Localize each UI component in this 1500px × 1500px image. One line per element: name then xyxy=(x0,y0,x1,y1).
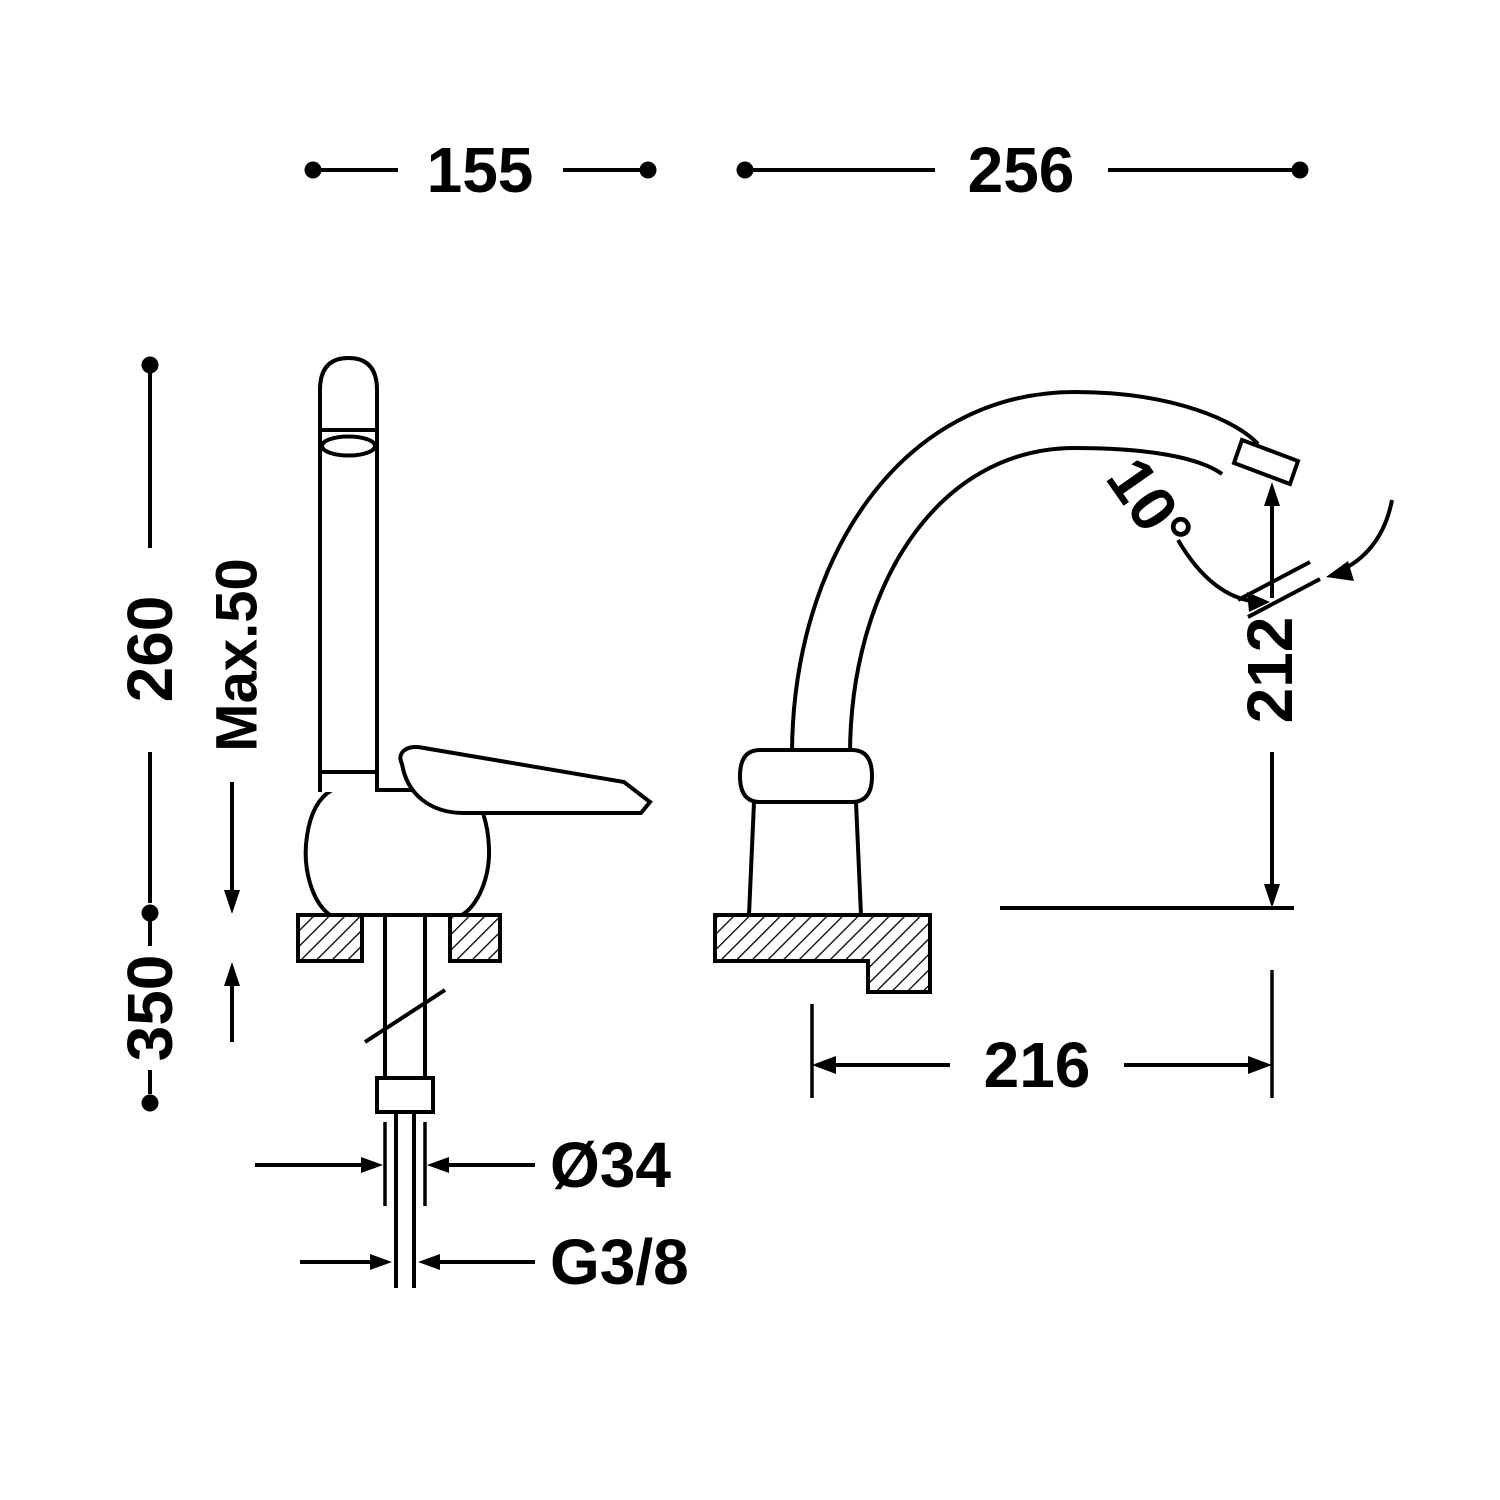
dim-350-dot-bottom xyxy=(141,1094,159,1112)
dim-256-label: 256 xyxy=(968,134,1075,206)
arrowhead-up xyxy=(224,962,240,986)
arrowhead-left xyxy=(418,1254,440,1270)
dim-155-label: 155 xyxy=(427,134,534,206)
arrowhead-arc-right xyxy=(1326,561,1354,581)
counter-section-side xyxy=(713,913,932,994)
arrowhead-down xyxy=(224,890,240,914)
dim-thread-g38-label: G3/8 xyxy=(550,1226,689,1298)
spout-ring-ellipse xyxy=(320,434,377,458)
dim-diameter-34-label: Ø34 xyxy=(550,1129,671,1201)
arrowhead-down xyxy=(1264,884,1280,908)
angle-tick-2 xyxy=(1247,577,1321,619)
faucet-side-view xyxy=(713,389,1301,994)
counter-section-front-left xyxy=(296,913,364,963)
dim-216-label: 216 xyxy=(984,1029,1091,1101)
break-line xyxy=(363,988,447,1044)
dim-256-dot-left xyxy=(736,161,754,179)
faucet-body-side xyxy=(746,800,864,917)
dim-155-dot-left xyxy=(304,161,322,179)
arrowhead-right xyxy=(1248,1056,1272,1074)
dim-thread-g38: G3/8 xyxy=(300,1226,689,1298)
shank-nut xyxy=(375,1076,435,1114)
dim-212-label: 212 xyxy=(1234,617,1306,724)
dim-260: 260 xyxy=(114,356,186,922)
arrowhead-right xyxy=(370,1254,392,1270)
dim-155: 155 xyxy=(304,134,657,206)
dim-diameter-34: Ø34 xyxy=(255,1122,671,1206)
counter-section-front-right xyxy=(448,913,502,963)
dim-260-label: 260 xyxy=(114,596,186,703)
dim-350-label: 350 xyxy=(114,955,186,1062)
dim-max50-label: Max.50 xyxy=(205,558,270,751)
spout-inner-curve xyxy=(848,445,1224,756)
arrowhead-left xyxy=(812,1056,836,1074)
faucet-handle-side xyxy=(737,748,875,804)
dim-212: 212 xyxy=(1000,482,1306,910)
dim-256: 256 xyxy=(736,134,1309,206)
dim-216: 216 xyxy=(810,970,1274,1101)
dim-max50: Max.50 xyxy=(205,558,270,1042)
spout-outer-curve xyxy=(790,389,1260,756)
spout-outlet-tip xyxy=(1231,437,1301,487)
arrowhead-left xyxy=(427,1157,449,1173)
dim-260-dot-bottom xyxy=(141,904,159,922)
faucet-handle-front xyxy=(398,745,653,815)
dim-155-dot-right xyxy=(639,161,657,179)
dim-350: 350 xyxy=(114,921,186,1112)
arrowhead-arc-left xyxy=(1247,592,1270,612)
dim-256-dot-right xyxy=(1291,161,1309,179)
faucet-front-view xyxy=(296,355,653,1288)
arrowhead-up xyxy=(1264,482,1280,506)
dim-260-dot-top xyxy=(141,356,159,374)
faucet-spout-front xyxy=(318,355,379,792)
arrowhead-right xyxy=(361,1157,383,1173)
